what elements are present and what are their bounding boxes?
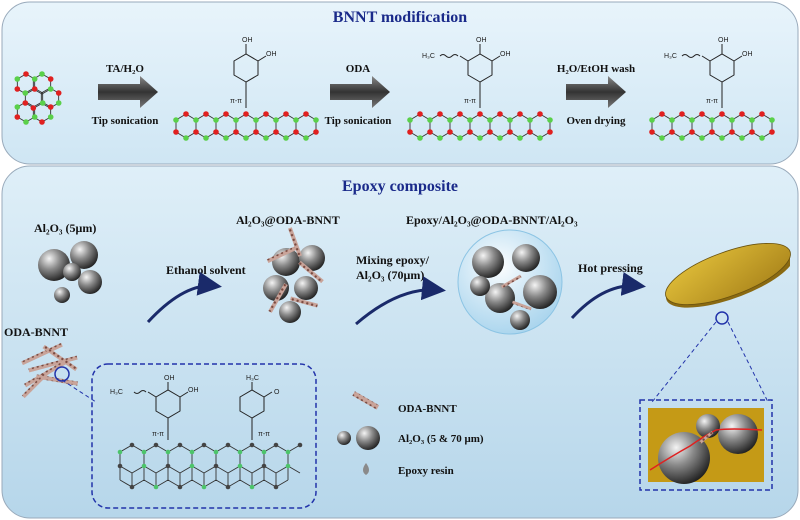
mixing-label-1: Mixing epoxy/ [356,253,430,267]
step-arrow-2 [330,76,390,108]
oda-pipi: π-π [464,98,476,105]
inset-h3c-1: H₃C [110,389,123,396]
disc-inset-image [648,408,764,484]
oda-bnnt-label: ODA-BNNT [4,325,68,339]
inset-h3c-2: H₃C [246,375,259,382]
inset-pipi-2: π-π [258,431,270,438]
droplet-icon [363,463,369,475]
bnnt-tube-icon [352,391,380,410]
step-arrow-1 [98,76,158,108]
oda-bnnt-bundle [21,342,79,399]
ethanol-arrow [146,271,222,324]
legend-epoxy: Epoxy resin [398,465,454,477]
top-panel [1,1,799,165]
al2o3-oda-cluster [263,227,325,323]
legend-oda-bnnt: ODA-BNNT [398,403,457,415]
step2-condition: Tip sonication [325,115,392,127]
bnnt-ta-lattice: OH OH π-π [173,37,319,141]
step3-condition: Oven drying [567,115,626,127]
legend-al2o3: Al₂O₃ (5 & 70 μm) [398,433,484,445]
composite-label: Epoxy/Al₂O₃@ODA-BNNT/Al₂O₃ [406,213,578,227]
bnnt-oda-lattice: OH OH H₃C π-π [407,37,553,141]
disc-inset-box [639,399,773,491]
oda-oh-2: OH [500,51,511,58]
inset-oh-1: OH [164,375,175,382]
pressed-disc [665,242,791,325]
al2o3-5um-label: Al₂O₃ (5μm) [34,221,96,235]
chem-inset-lattice: OH OH H₃C H₃C O π-π π-π [110,375,303,490]
bottom-panel [1,165,799,519]
washed-h3c: H₃C [664,53,677,60]
step2-reagent: ODA [346,63,371,75]
ta-pipi: π-π [230,98,242,105]
washed-oh-2: OH [742,51,753,58]
inset-pipi-1: π-π [152,431,164,438]
middle-title: Epoxy composite [342,178,458,195]
step1-condition: Tip sonication [92,115,159,127]
al2o3-5um-spheres [38,241,102,303]
composite-bubble [457,229,563,335]
ta-oh-1: OH [242,37,253,44]
ta-oh-2: OH [266,51,277,58]
bnnt-lattice-initial [14,71,62,125]
inset-o: O [274,389,280,396]
chem-inset-box [91,363,317,509]
zoom-line-left [651,321,717,403]
step3-reagent: H₂O/EtOH wash [557,63,635,75]
ethanol-label: Ethanol solvent [166,263,246,277]
zoom-line-right [727,321,769,403]
top-title: BNNT modification [333,9,467,26]
step-arrow-3 [566,76,626,108]
bnnt-washed-lattice: OH OH H₃C π-π [649,37,775,141]
step1-reagent: TA/H₂O [106,63,144,75]
mixing-arrow [355,276,446,326]
oda-oh-1: OH [476,37,487,44]
washed-oh-1: OH [718,37,729,44]
inset-oh-2: OH [188,387,199,394]
sphere-icon [337,426,380,450]
mixing-label-2: Al₂O₃ (70μm) [356,268,424,282]
hot-pressing-label: Hot pressing [578,261,643,275]
hot-pressing-arrow [570,272,646,320]
al2o3-oda-label: Al₂O₃@ODA-BNNT [236,213,340,227]
oda-h3c: H₃C [422,53,435,60]
washed-pipi: π-π [706,98,718,105]
legend: ODA-BNNT Al₂O₃ (5 & 70 μm) Epoxy resin [337,391,484,477]
